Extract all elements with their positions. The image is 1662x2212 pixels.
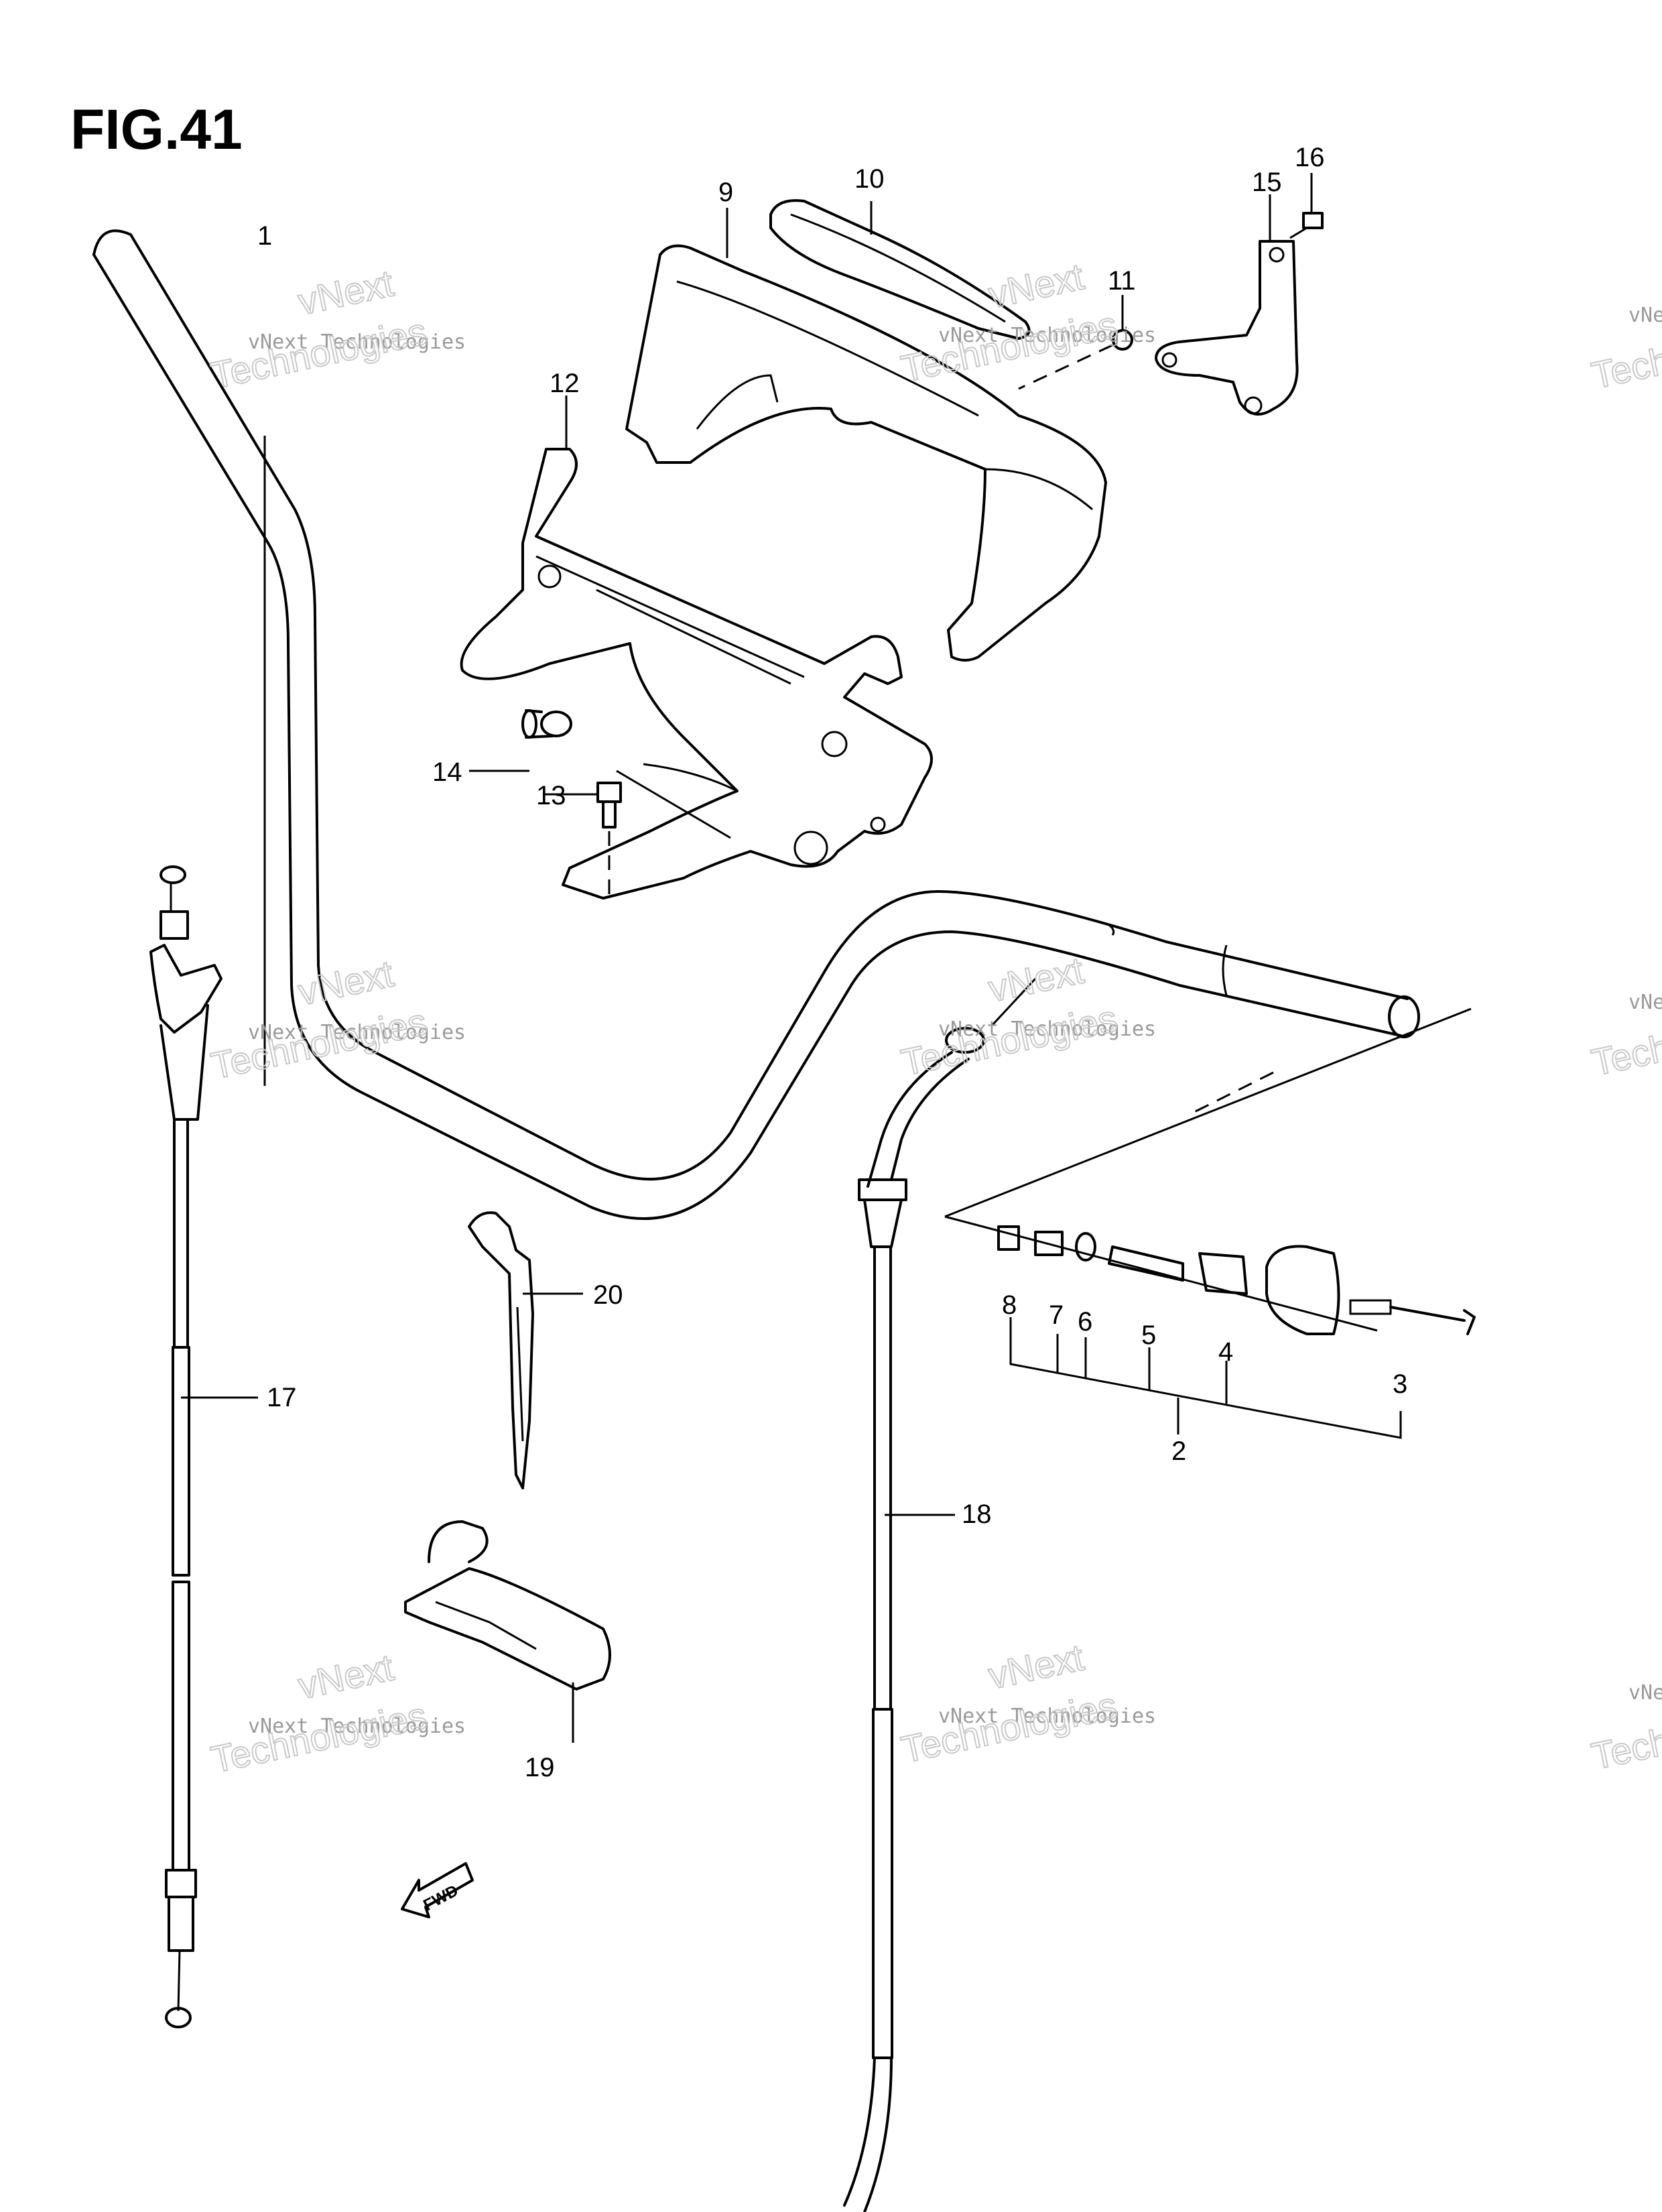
svg-text:vNext: vNext — [984, 1636, 1088, 1697]
callout-9: 9 — [718, 178, 733, 207]
watermark-edge-3: vNext Technologies Technologies — [1587, 1681, 1662, 1778]
bolt-13 — [596, 782, 622, 898]
svg-text:vNext: vNext — [294, 952, 397, 1013]
svg-text:vNext Technologies: vNext Technologies — [938, 1018, 1156, 1041]
watermarks: vNext Technologies vNext Technologies vN… — [206, 254, 1662, 1781]
svg-text:Technologies: Technologies — [897, 1684, 1121, 1771]
balancer-weight — [1265, 1245, 1340, 1335]
svg-text:Technologies: Technologies — [897, 997, 1121, 1084]
callout-17: 17 — [267, 1383, 297, 1412]
meter-cover — [625, 244, 1107, 662]
rubber-4 — [1198, 1252, 1248, 1295]
callout-20: 20 — [593, 1280, 623, 1310]
cable-clamp-19 — [404, 1520, 611, 1691]
clutch-cable-18 — [843, 977, 1037, 2212]
meter-frame — [460, 448, 933, 900]
svg-text:Technologies: Technologies — [207, 1000, 430, 1087]
rubber-grommet-14 — [521, 709, 572, 739]
callout-labels: 1 2 3 4 5 6 7 8 9 10 11 12 13 14 15 16 1… — [257, 143, 1407, 1782]
callout-1: 1 — [257, 221, 272, 251]
svg-text:Technologies: Technologies — [897, 303, 1121, 390]
svg-text:vNext Technologies: vNext Technologies — [938, 1705, 1156, 1728]
screw-16 — [1289, 212, 1324, 239]
callout-5: 5 — [1141, 1320, 1156, 1350]
callout-10: 10 — [854, 164, 885, 194]
svg-text:Technologies: Technologies — [207, 1694, 430, 1781]
forward-arrow-icon: FWD — [401, 1862, 474, 1918]
watermark-edge-1: vNext Technologies Technologies — [1587, 304, 1662, 397]
callout-19: 19 — [525, 1753, 555, 1782]
figure-title: FIG.41 — [70, 98, 243, 161]
svg-text:vNext: vNext — [984, 255, 1088, 316]
callout-4: 4 — [1218, 1337, 1233, 1367]
washer-6 — [1075, 1232, 1096, 1262]
bar-end-assembly — [944, 1007, 1476, 1335]
handlebar — [92, 229, 1420, 1220]
leader-lines — [181, 173, 1402, 1743]
watermark-6: vNext Technologies vNext Technologies — [897, 1635, 1156, 1771]
svg-text:vNext Technologies: vNext Technologies — [1628, 1681, 1662, 1705]
callout-16: 16 — [1295, 143, 1325, 172]
svg-text:vNext Technologies: vNext Technologies — [1628, 991, 1662, 1014]
callout-12: 12 — [550, 369, 580, 398]
cable-tie-20 — [468, 1211, 534, 1489]
svg-text:vNext Technologies: vNext Technologies — [1628, 304, 1662, 327]
callout-8: 8 — [1002, 1290, 1017, 1320]
visor-lens — [769, 199, 1031, 340]
watermark-edge-2: vNext Technologies Technologies — [1587, 991, 1662, 1085]
svg-text:vNext Technologies: vNext Technologies — [248, 1021, 466, 1044]
watermark-5: vNext Technologies vNext Technologies — [206, 1645, 466, 1781]
collar-7 — [1034, 1231, 1064, 1256]
svg-text:Technologies: Technologies — [207, 310, 430, 397]
callout-7: 7 — [1049, 1300, 1064, 1330]
callout-15: 15 — [1252, 168, 1282, 197]
callout-14: 14 — [432, 757, 462, 787]
svg-text:vNext Technologies: vNext Technologies — [248, 1715, 466, 1738]
throttle-cable-17 — [149, 865, 222, 2028]
svg-text:vNext: vNext — [294, 1646, 397, 1707]
nut-8 — [997, 1225, 1020, 1251]
svg-text:vNext: vNext — [984, 948, 1088, 1009]
callout-18: 18 — [962, 1499, 992, 1529]
watermark-4: vNext Technologies vNext Technologies — [897, 948, 1156, 1084]
pipe-5 — [1108, 1245, 1184, 1282]
watermark-1: vNext Technologies vNext Technologies — [206, 261, 466, 397]
svg-text:vNext: vNext — [294, 261, 397, 322]
callout-6: 6 — [1078, 1307, 1092, 1337]
callout-13: 13 — [536, 781, 566, 810]
callout-2: 2 — [1171, 1436, 1186, 1466]
callout-3: 3 — [1393, 1369, 1407, 1399]
svg-text:vNext Technologies: vNext Technologies — [938, 324, 1156, 347]
svg-text:vNext Technologies: vNext Technologies — [248, 330, 466, 354]
callout-11: 11 — [1108, 266, 1136, 296]
meter-bracket — [1155, 240, 1299, 416]
watermark-3: vNext Technologies vNext Technologies — [206, 951, 466, 1087]
screw-3 — [1349, 1299, 1476, 1335]
